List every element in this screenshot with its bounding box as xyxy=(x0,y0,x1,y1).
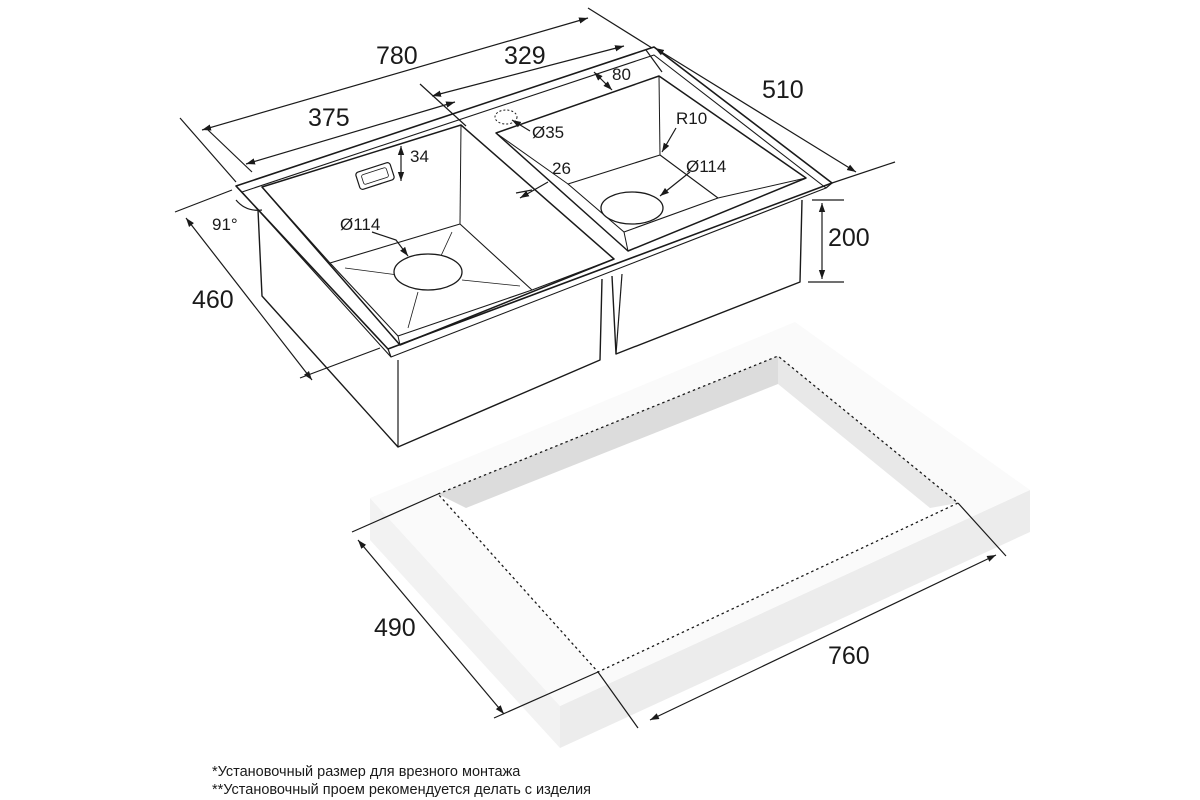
ext-line-top-a xyxy=(587,7,653,49)
right-drain-hole xyxy=(600,191,664,225)
deck-right-thickness xyxy=(825,182,833,189)
left-bowl-fold-2 xyxy=(439,231,453,259)
label-114-left: Ø114 xyxy=(340,215,380,234)
label-510: 510 xyxy=(762,76,804,104)
deck-front-thickness xyxy=(387,348,392,358)
ext-line-cutout-a xyxy=(351,493,439,533)
footnote-cutout-advice: **Установочный проем рекомендуется делат… xyxy=(212,782,591,798)
leader-114-right xyxy=(659,171,691,197)
label-760: 760 xyxy=(828,642,870,670)
right-bowl-outer-edge xyxy=(615,273,623,355)
sink-deck-outline xyxy=(235,46,833,350)
dim-375-line xyxy=(245,101,456,165)
ext-line-bottom-b xyxy=(299,347,381,379)
ext-line-left-b xyxy=(207,129,253,173)
leader-r10 xyxy=(661,127,677,153)
overflow-slot xyxy=(355,162,395,190)
ext-line-right-a xyxy=(831,161,896,184)
label-114-right: Ø114 xyxy=(686,157,726,176)
label-375: 375 xyxy=(308,104,350,132)
dim-510-line xyxy=(654,47,857,173)
dim-490-line xyxy=(357,539,505,715)
label-35: Ø35 xyxy=(532,123,564,142)
dim-26-line xyxy=(519,181,549,199)
countertop-opening xyxy=(438,356,958,672)
right-bowl-corner-tr xyxy=(717,177,807,199)
overflow-slot-inner xyxy=(361,167,389,185)
right-bowl-outer-body xyxy=(611,199,803,355)
left-drain-hole xyxy=(393,253,463,291)
label-200: 200 xyxy=(828,224,870,252)
label-91: 91° xyxy=(212,215,238,234)
label-r10: R10 xyxy=(676,109,707,128)
label-26: 26 xyxy=(552,159,571,178)
countertop-opening-wall-right xyxy=(778,356,958,508)
dimension-lines xyxy=(174,7,1007,729)
left-bowl-fold-4 xyxy=(407,291,419,329)
right-bowl-corner-br xyxy=(623,231,629,252)
ext-line-bottom-a xyxy=(174,189,233,213)
right-bowl-corner-bl xyxy=(495,132,569,185)
dim-80-line xyxy=(593,71,613,91)
footnote-mounting-size: *Установочный размер для врезного монтаж… xyxy=(212,764,521,780)
countertop-opening-wall-back xyxy=(438,356,778,508)
dim-329-line xyxy=(431,45,625,97)
label-34: 34 xyxy=(410,147,429,166)
left-bowl-fold-1 xyxy=(344,267,399,276)
countertop-block xyxy=(370,322,1030,748)
ext-line-cutout-c xyxy=(597,671,639,729)
left-bowl-fold-3 xyxy=(461,279,521,287)
label-780: 780 xyxy=(376,42,418,70)
dimension-labels: 780 329 375 510 460 200 80 Ø35 R10 Ø114 … xyxy=(192,42,870,670)
left-bowl-corner-tl xyxy=(459,124,462,225)
deck-left-thickness xyxy=(235,185,243,193)
label-490: 490 xyxy=(374,614,416,642)
ext-line-left-a xyxy=(179,117,237,183)
left-bowl-corner-tr xyxy=(531,258,615,291)
label-460: 460 xyxy=(192,286,234,314)
leader-114-left xyxy=(371,231,409,257)
dim-760-line xyxy=(649,554,997,721)
left-bowl-corner-br xyxy=(397,335,401,346)
label-80: 80 xyxy=(612,65,631,84)
label-329: 329 xyxy=(504,42,546,70)
ext-line-cutout-b xyxy=(493,671,599,719)
dim-91-angle-arc xyxy=(235,199,263,211)
leader-35 xyxy=(511,119,531,132)
dim-460-line xyxy=(185,217,313,381)
ext-line-cutout-d xyxy=(957,502,1007,557)
